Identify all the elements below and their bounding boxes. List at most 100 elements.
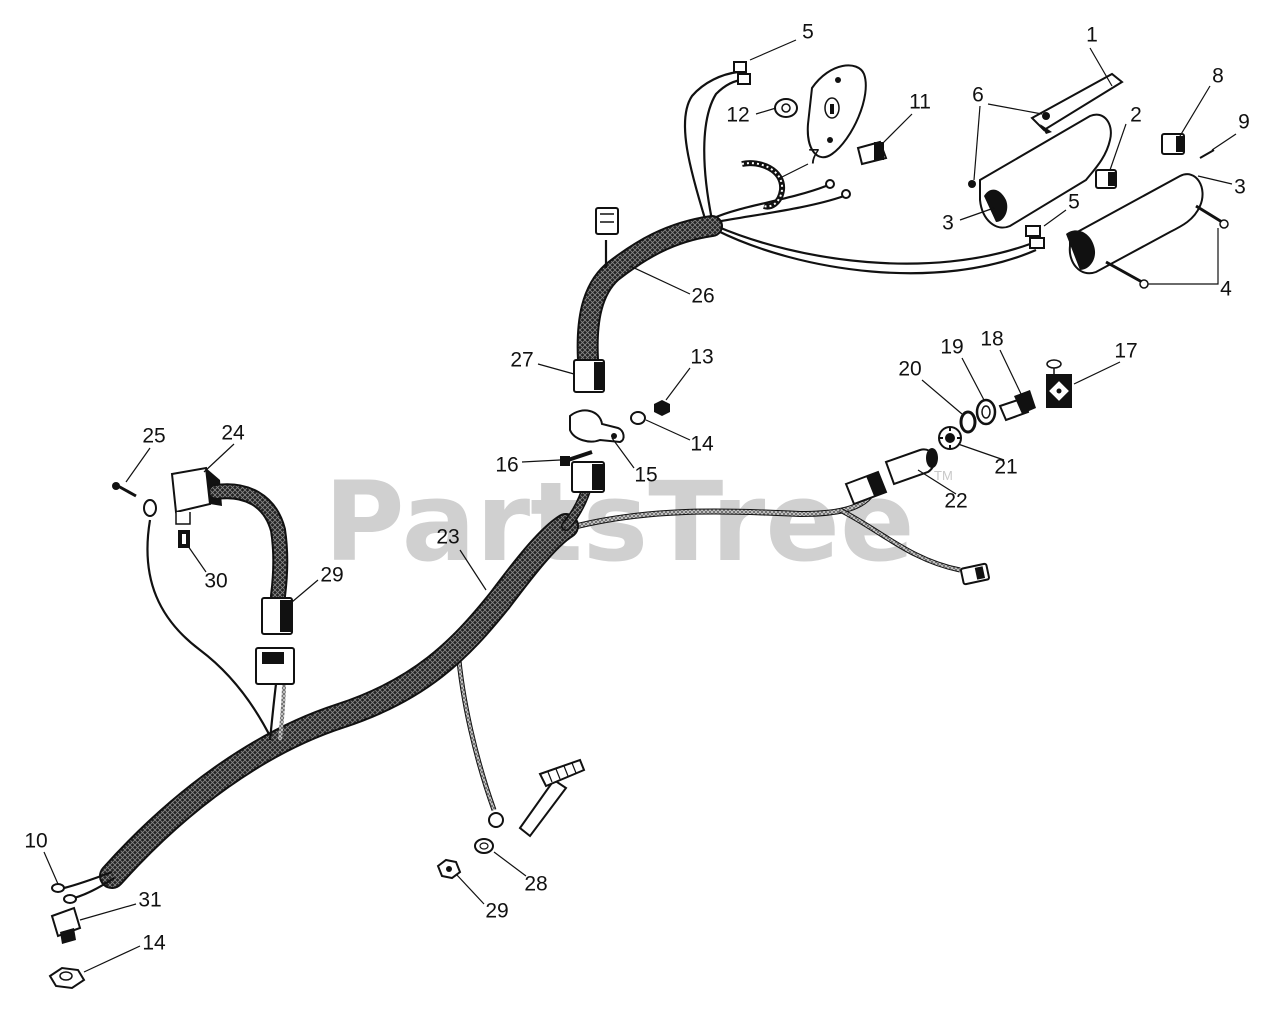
leader-9 [1211,133,1237,151]
part-7-tie-strap-detail [741,162,784,208]
leader-10 [43,851,59,885]
part-25-screw [117,484,137,498]
callout-c19: 19 [940,336,963,359]
leader-19 [961,357,985,401]
connector-5-upper-a [733,61,747,73]
part-4-screw-a-head [1219,219,1229,229]
callout-c26: 26 [691,285,714,308]
leader-6a [987,103,1043,115]
ground-lead-ring-terminal [488,812,504,828]
upper-harness-group [573,70,1037,393]
part-4-screw-b-head [1139,279,1149,289]
callout-c5a: 5 [802,21,814,44]
callout-c20: 20 [898,358,921,381]
ignition-plate-hole-a [835,77,841,83]
ignition-plate-keyslot [830,104,834,114]
callout-c9: 9 [1238,111,1250,134]
callout-c12: 12 [726,104,749,127]
leader-30 [187,545,207,573]
main-harness-right-connector [844,470,888,506]
callout-c22: 22 [944,490,967,513]
callout-c15: 15 [634,464,657,487]
main-harness-group [51,479,961,904]
harness-top-connector-pins [600,213,614,223]
part-15-clamp-body [569,409,625,444]
part-11-switch-cap [874,142,884,160]
callout-c3b: 3 [1234,176,1246,199]
leader-14b [83,945,141,973]
ground-lead-outline [455,649,497,811]
main-harness-right-lead [561,494,872,532]
part-1-strip-end [1040,124,1052,134]
connector-5-lower [1025,225,1045,249]
wire-to-ring-terminal-10a [63,870,113,890]
part-3-housing-right-body [1068,173,1204,275]
leader-29a [291,579,319,603]
callout-c24: 24 [221,422,245,445]
leader-7 [779,163,809,179]
leader-26 [629,265,691,295]
part-2-switch-side [1108,172,1116,186]
callout-c16: 16 [495,454,518,477]
connector-5-lower-b [1029,237,1045,249]
leader-5b [1043,209,1067,227]
relay-loom [210,485,287,602]
wire-to-connector-5-upper-b [703,78,745,221]
leader-15 [611,437,635,469]
part-30-clip-slot [182,534,186,544]
part-29-nut-hole [446,866,452,872]
part-8-clip-side [1176,136,1184,152]
leader-21 [957,443,1005,461]
callout-c25: 25 [142,425,165,448]
part-21-washer-center [945,433,955,443]
callout-c11: 11 [909,91,931,114]
leader-22 [917,469,957,495]
callout-c14b: 14 [142,932,166,955]
lead-to-ring-terminal-25 [146,519,273,741]
leader-8 [1179,85,1211,137]
part-6-nut-a [1042,112,1050,120]
leader-13 [665,367,691,401]
main-harness-end-plug-side [974,566,986,580]
wire-to-connector-5-upper [683,70,739,223]
wire-to-ring-terminal-a [713,184,827,219]
callout-c31: 31 [138,889,161,912]
callout-c29a: 29 [320,564,343,587]
leader-17 [1073,361,1121,385]
stud-bolt-shank [518,778,568,838]
leader-6b [973,105,981,181]
wire-to-connector-5-lower-b [715,229,1037,275]
part-21-star-washer [938,426,962,450]
leader-5a [749,39,797,61]
leader-11 [879,113,913,147]
main-harness-right-connector-side [866,472,886,496]
ground-lead [456,649,496,811]
callout-c28: 28 [524,873,547,896]
ring-terminal-b [841,189,851,199]
leader-29b [455,873,485,905]
part-14-nut-lower [48,966,86,990]
leader-3b [1197,175,1233,185]
leader-27 [537,363,575,375]
leader-lines [43,39,1237,973]
part-16-bolt [560,450,593,466]
part-1-strip [1030,72,1124,134]
part-28-washer-hole [479,842,489,850]
callout-c21: 21 [994,456,1017,479]
leader-14a [645,419,691,441]
callout-c8: 8 [1212,65,1224,88]
connector-29-upper [261,597,293,635]
part-13-nut [654,400,670,416]
wire-to-connector-5-lower [715,224,1031,265]
callout-c18: 18 [980,328,1003,351]
part-3-housing-right-end [1066,230,1096,270]
part-12-nut-hole [781,103,791,113]
connector-27-side [594,362,604,390]
wire-to-ring-terminal-10b [73,877,115,900]
callout-c4: 4 [1220,278,1232,301]
ring-terminal-10a [51,883,65,893]
part-14-washer-upper [630,411,646,425]
leader-25 [125,447,151,483]
part-1-strip-body [1030,72,1124,132]
